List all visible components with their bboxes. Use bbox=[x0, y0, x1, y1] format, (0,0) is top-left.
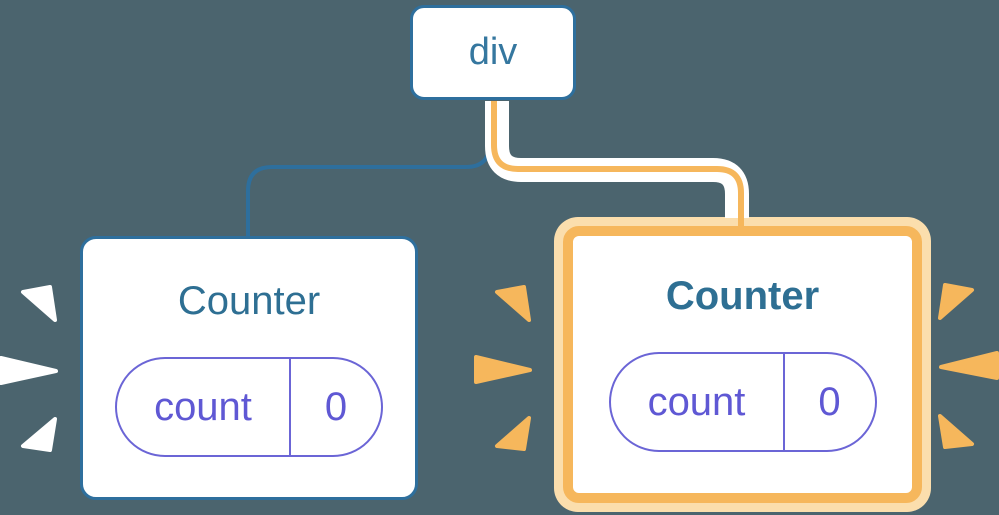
burst-right-counter-right bbox=[938, 283, 999, 449]
edge-div-to-right-counter-casing bbox=[485, 101, 749, 218]
burst-left-counter bbox=[0, 285, 58, 452]
counter-title: Counter bbox=[177, 279, 321, 323]
state-pill: count 0 bbox=[608, 352, 877, 452]
state-pill-key: count bbox=[611, 354, 785, 450]
burst-ray-icon bbox=[0, 356, 58, 385]
counter-card-left: Counter count 0 bbox=[80, 236, 418, 500]
counter-card-right: Counter count 0 bbox=[563, 226, 922, 503]
counter-card-right-body: Counter count 0 bbox=[573, 236, 912, 493]
burst-ray-icon bbox=[21, 285, 57, 322]
state-pill-value: 0 bbox=[818, 379, 841, 424]
counter-card-left-body: Counter count 0 bbox=[83, 239, 415, 497]
burst-ray-icon bbox=[495, 285, 531, 322]
state-pill-value: 0 bbox=[324, 384, 348, 429]
root-div-label: div bbox=[468, 31, 518, 73]
root-div-node: div bbox=[410, 5, 576, 100]
burst-ray-icon bbox=[495, 416, 531, 451]
burst-ray-icon bbox=[474, 355, 532, 384]
burst-ray-icon bbox=[21, 417, 57, 452]
edge-div-to-right-counter bbox=[491, 101, 744, 233]
burst-right-counter-left bbox=[474, 285, 532, 451]
state-pill-key: count bbox=[117, 359, 291, 455]
counter-card-right-highlight-ring: Counter count 0 bbox=[554, 217, 931, 512]
burst-ray-icon bbox=[938, 414, 974, 449]
edge-div-to-left-counter bbox=[246, 101, 492, 238]
counter-title: Counter bbox=[665, 274, 820, 318]
state-pill: count 0 bbox=[115, 357, 383, 457]
burst-ray-icon bbox=[938, 283, 974, 320]
burst-ray-icon bbox=[939, 351, 999, 380]
